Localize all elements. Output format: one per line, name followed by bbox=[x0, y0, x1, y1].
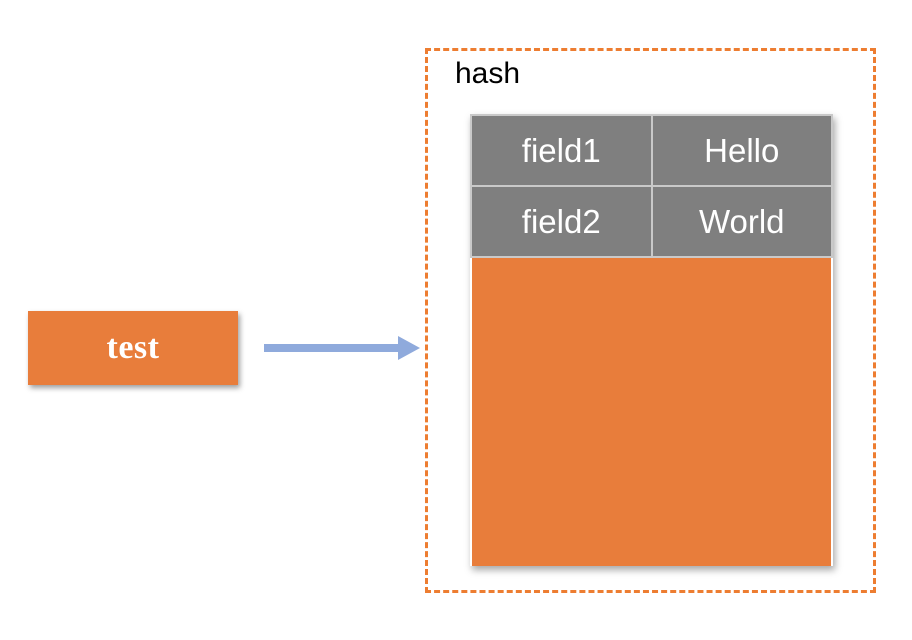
hash-label: hash bbox=[455, 57, 521, 90]
hash-table: field1 Hello field2 World bbox=[470, 114, 833, 258]
arrow-right-icon bbox=[264, 336, 420, 360]
key-box: test bbox=[28, 311, 238, 385]
value-cell: Hello bbox=[652, 116, 831, 185]
field-cell: field2 bbox=[472, 187, 651, 256]
field-cell: field1 bbox=[472, 116, 651, 185]
key-label: test bbox=[106, 329, 160, 366]
hash-group: hash field1 Hello field2 World bbox=[425, 48, 876, 593]
hash-body-block bbox=[472, 258, 831, 566]
hash-stack: field1 Hello field2 World bbox=[470, 114, 833, 566]
value-cell: World bbox=[652, 187, 831, 256]
